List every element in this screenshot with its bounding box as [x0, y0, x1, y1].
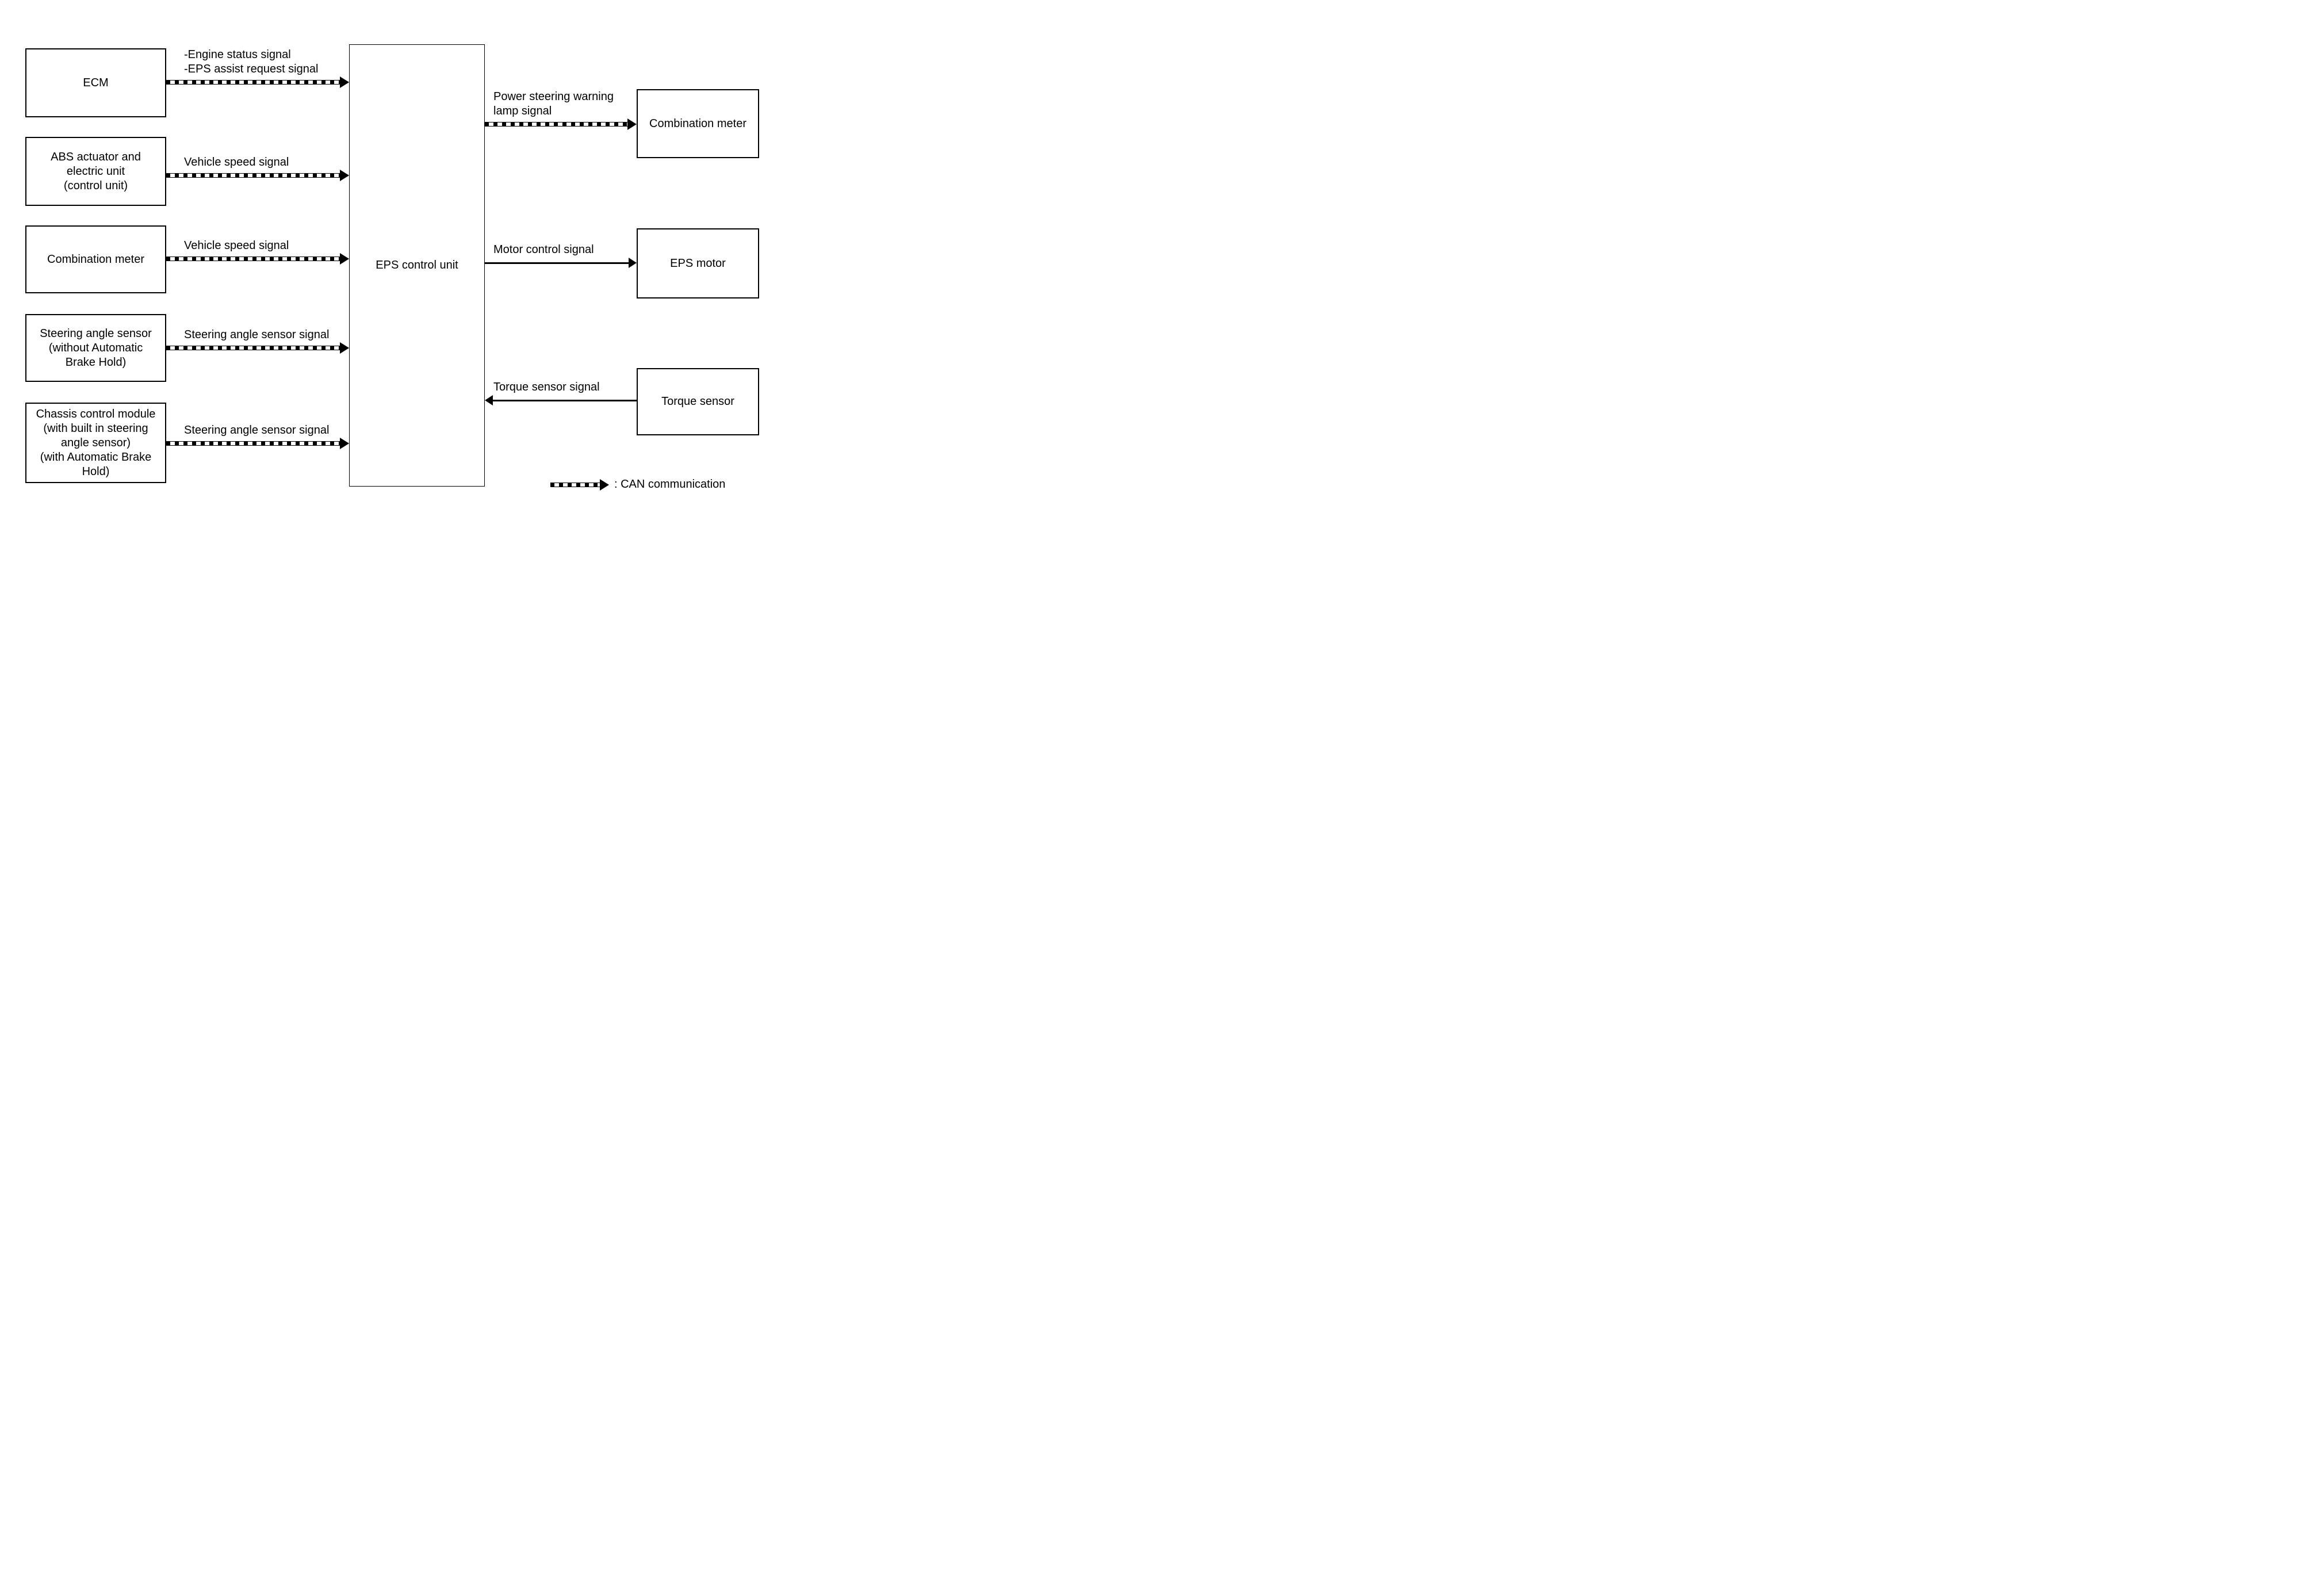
signal-label-eps-to-motor: Motor control signal: [493, 243, 594, 256]
can-arrow-bar: [166, 173, 341, 178]
can-arrow-steering-angle-sensor-to-eps: [166, 342, 349, 354]
can-arrow-head-icon: [600, 479, 609, 491]
legend-can-arrow-icon: [550, 479, 609, 491]
can-arrow-head-icon: [340, 253, 349, 265]
can-arrow-abs-to-eps: [166, 170, 349, 181]
signal-label-abs-to-eps: Vehicle speed signal: [184, 156, 289, 169]
can-arrow-ecm-to-eps: [166, 76, 349, 88]
wire-arrow-head-icon: [485, 395, 493, 405]
node-combination-meter-source: Combination meter: [25, 225, 166, 293]
signal-label-steering-angle-sensor-to-eps: Steering angle sensor signal: [184, 328, 330, 341]
eps-system-communication-diagram: ECM ABS actuator and electric unit (cont…: [0, 0, 775, 526]
signal-label-torque-sensor-to-eps: Torque sensor signal: [493, 381, 600, 393]
wire-arrow-line: [485, 262, 629, 264]
can-arrow-head-icon: [627, 118, 637, 130]
can-arrow-head-icon: [340, 342, 349, 354]
can-arrow-eps-to-combination-meter: [485, 118, 637, 130]
legend-can-communication-label: : CAN communication: [614, 478, 726, 491]
can-arrow-head-icon: [340, 76, 349, 88]
node-ecm: ECM: [25, 48, 166, 117]
signal-label-combination-meter-to-eps: Vehicle speed signal: [184, 239, 289, 252]
can-arrow-bar: [166, 346, 341, 350]
node-steering-angle-sensor: Steering angle sensor (without Automatic…: [25, 314, 166, 382]
can-arrow-chassis-to-eps: [166, 438, 349, 449]
wire-arrow-torque-sensor-to-eps: [485, 395, 637, 405]
node-abs-actuator-electric-unit: ABS actuator and electric unit (control …: [25, 137, 166, 206]
can-arrow-bar: [166, 441, 341, 446]
can-arrow-head-icon: [340, 170, 349, 181]
signal-label-chassis-to-eps: Steering angle sensor signal: [184, 424, 330, 437]
can-arrow-combination-meter-to-eps: [166, 253, 349, 265]
can-arrow-bar: [550, 483, 601, 487]
node-chassis-control-module: Chassis control module (with built in st…: [25, 403, 166, 483]
node-eps-control-unit: EPS control unit: [349, 44, 485, 487]
signal-label-eps-to-combination-meter: Power steering warning lamp signal: [493, 90, 614, 117]
can-arrow-bar: [166, 257, 341, 261]
can-arrow-head-icon: [340, 438, 349, 449]
wire-arrow-head-icon: [629, 258, 637, 268]
node-combination-meter-target: Combination meter: [637, 89, 759, 158]
can-arrow-bar: [166, 80, 341, 85]
node-eps-motor: EPS motor: [637, 228, 759, 298]
wire-arrow-line: [492, 399, 637, 401]
can-arrow-bar: [485, 122, 629, 127]
signal-label-ecm-to-eps: -Engine status signal -EPS assist reques…: [184, 48, 319, 75]
node-torque-sensor: Torque sensor: [637, 368, 759, 435]
wire-arrow-eps-to-motor: [485, 258, 637, 268]
